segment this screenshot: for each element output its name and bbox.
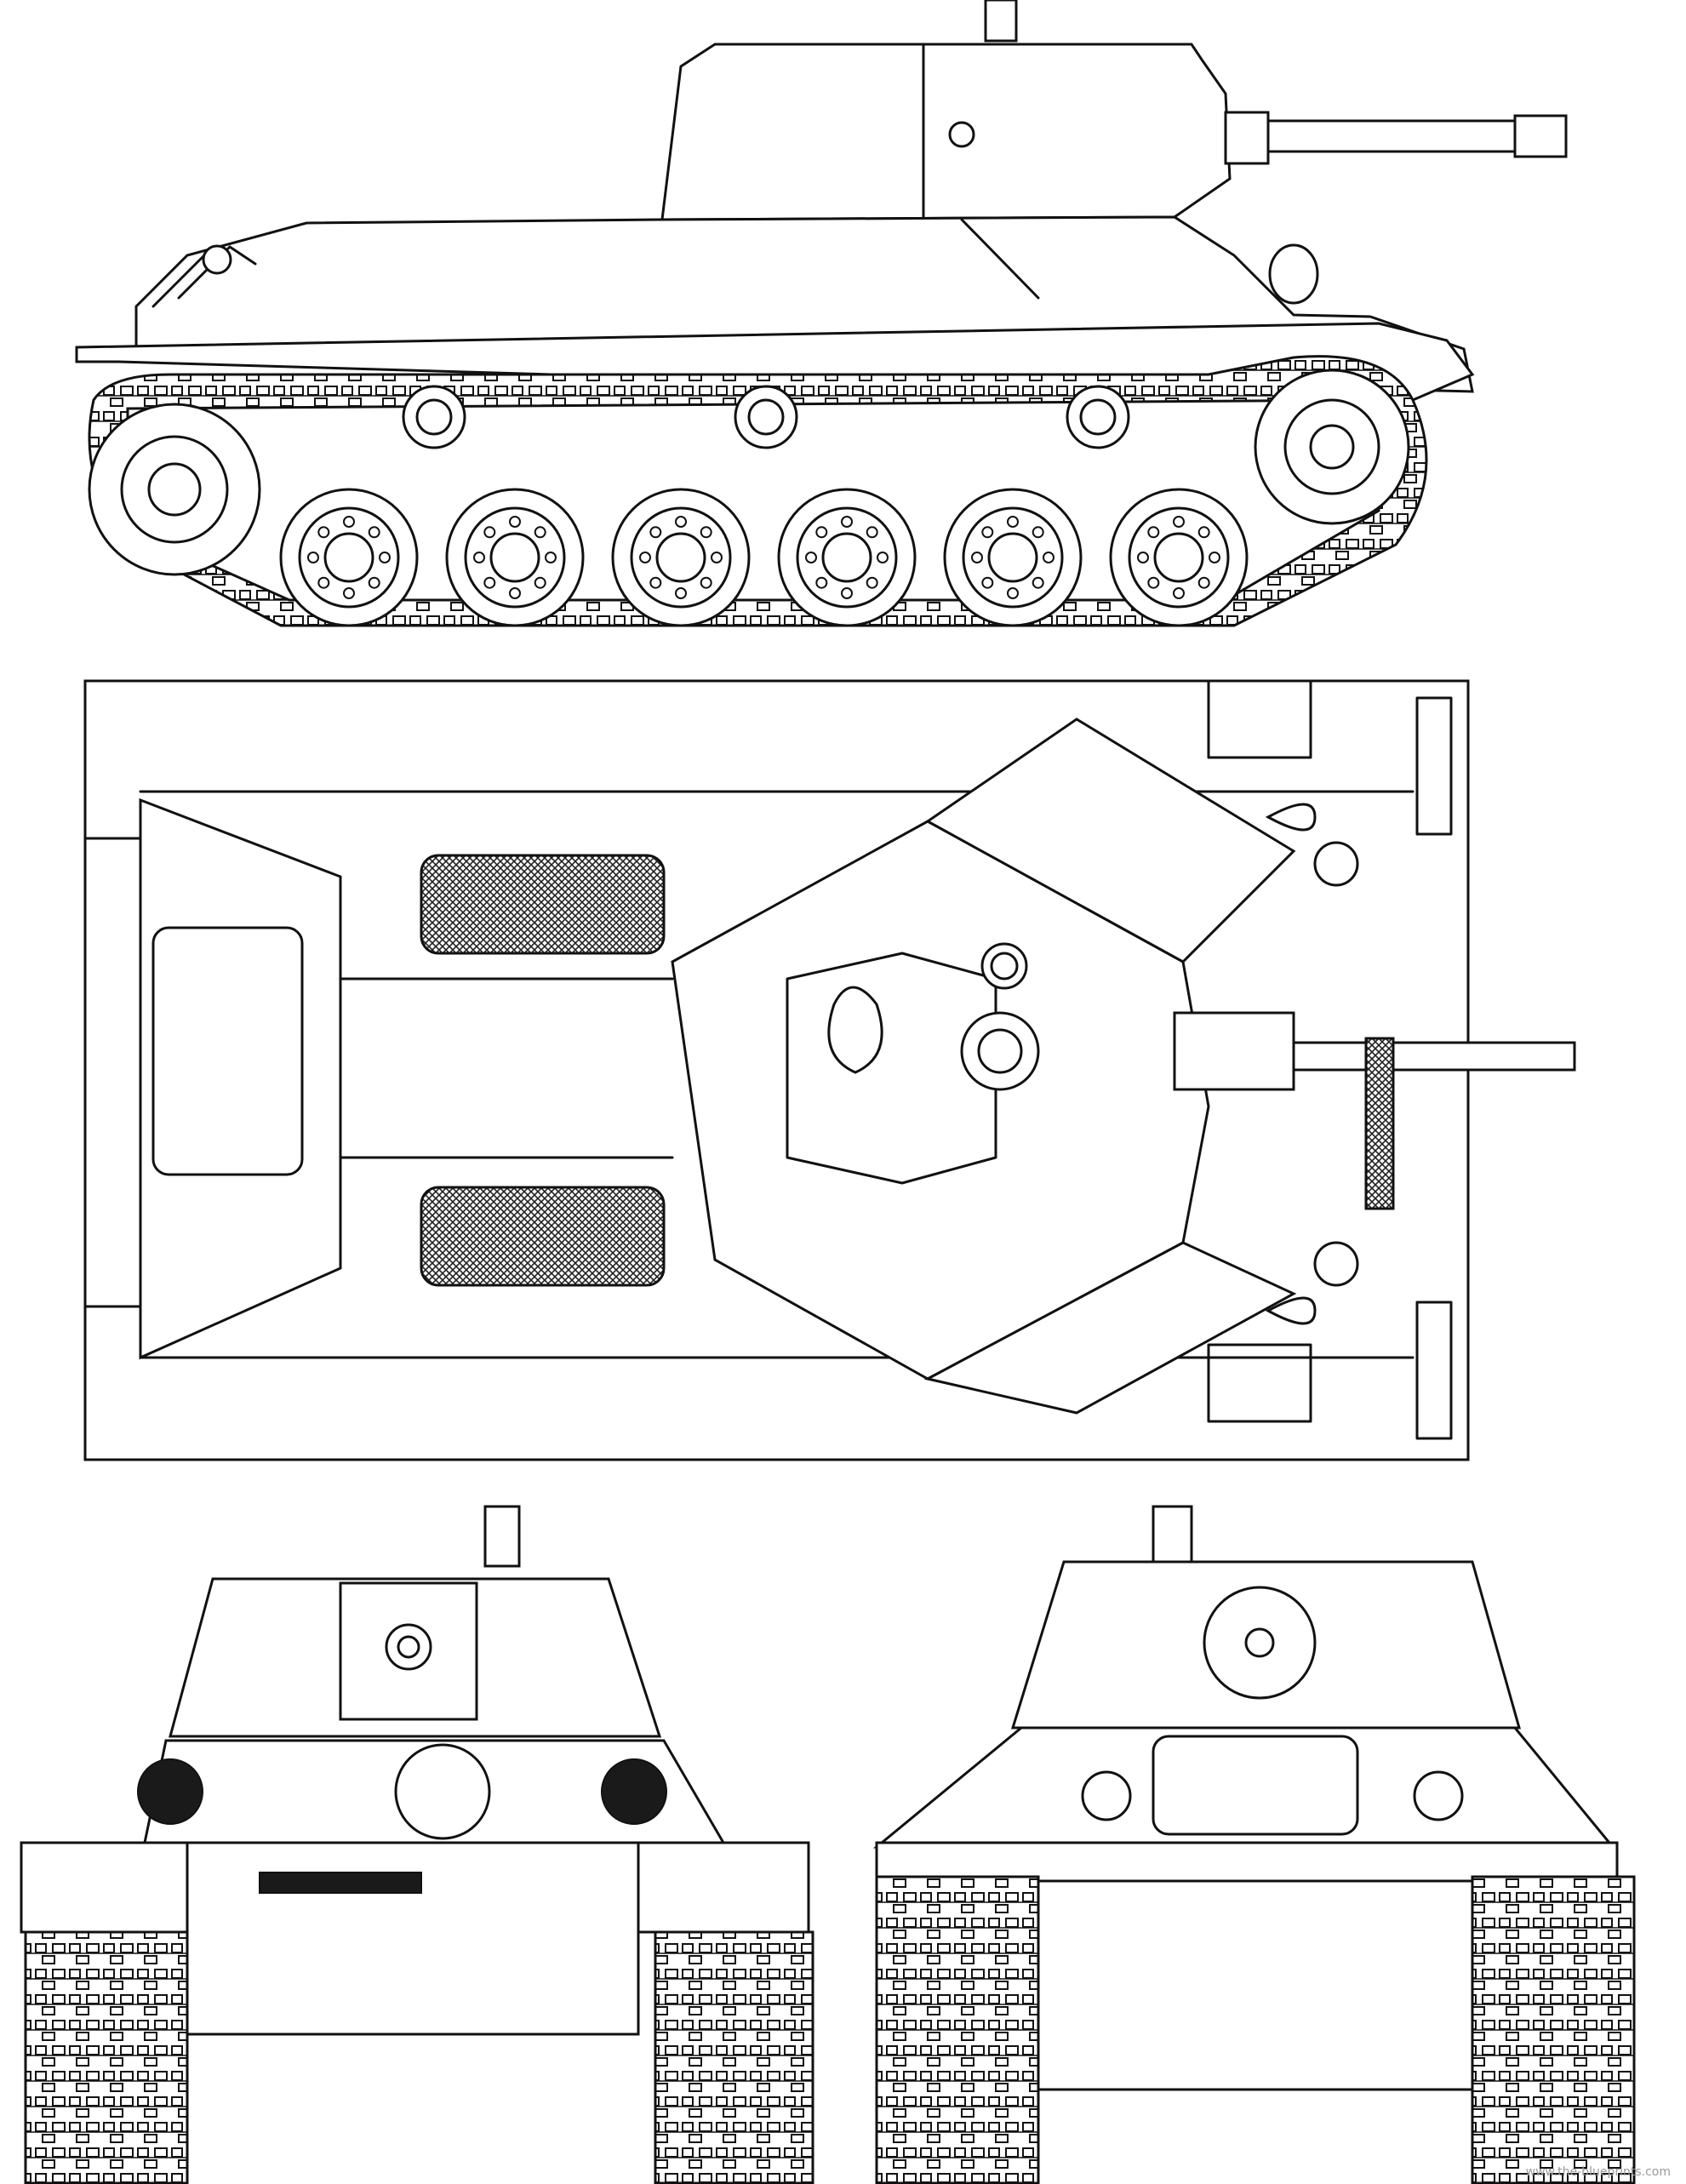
gun-mantlet-front (339, 1581, 478, 1721)
return-roller (402, 385, 466, 449)
track-rear-right (1471, 1875, 1636, 2184)
rear-view (872, 1505, 1636, 2184)
engine-grille-left (420, 854, 666, 955)
turret-side (660, 43, 1232, 221)
road-wheel (445, 488, 585, 627)
lower-hull-rear (1037, 1879, 1474, 2091)
road-wheel (279, 488, 419, 627)
periscope-mount (960, 1011, 1040, 1091)
turret-rear-port (1203, 1586, 1317, 1700)
cupola-periscope (984, 0, 1018, 43)
headlight (1268, 243, 1319, 305)
track-front-left (24, 1930, 189, 2184)
rear-access-hatch (151, 926, 304, 1176)
return-roller (734, 385, 798, 449)
fender-front-left (20, 1841, 189, 1934)
road-wheel (943, 488, 1083, 627)
drive-sprocket (88, 403, 261, 576)
watermark: www.the-blueprints.com (1525, 2165, 1671, 2179)
track-rear-left (875, 1875, 1040, 2184)
front-mesh-panel (1364, 1037, 1395, 1210)
fender-front-right (637, 1841, 810, 1934)
main-gun (1266, 119, 1525, 153)
headlight-front-left (137, 1758, 203, 1825)
road-wheel (777, 488, 917, 627)
road-wheel (611, 488, 751, 627)
front-view (20, 1505, 814, 2184)
engine-grille-right (420, 1186, 666, 1287)
top-view (83, 679, 1576, 1461)
headlight-top-left (1265, 803, 1317, 832)
return-roller (1066, 385, 1130, 449)
headlight-top-right (1265, 1296, 1317, 1325)
road-wheel (1109, 488, 1249, 627)
transmission-hatch (1152, 1735, 1359, 1836)
idler-wheel (1254, 369, 1410, 525)
turret-hatch (786, 952, 997, 1185)
lower-hull-front (186, 1841, 640, 2036)
main-gun-top (1292, 1041, 1576, 1072)
side-view (75, 0, 1568, 627)
gun-mantlet (1224, 111, 1270, 165)
mantlet-top (1173, 1011, 1295, 1091)
headlight-front-right (601, 1758, 667, 1825)
track-front-right (654, 1930, 814, 2184)
